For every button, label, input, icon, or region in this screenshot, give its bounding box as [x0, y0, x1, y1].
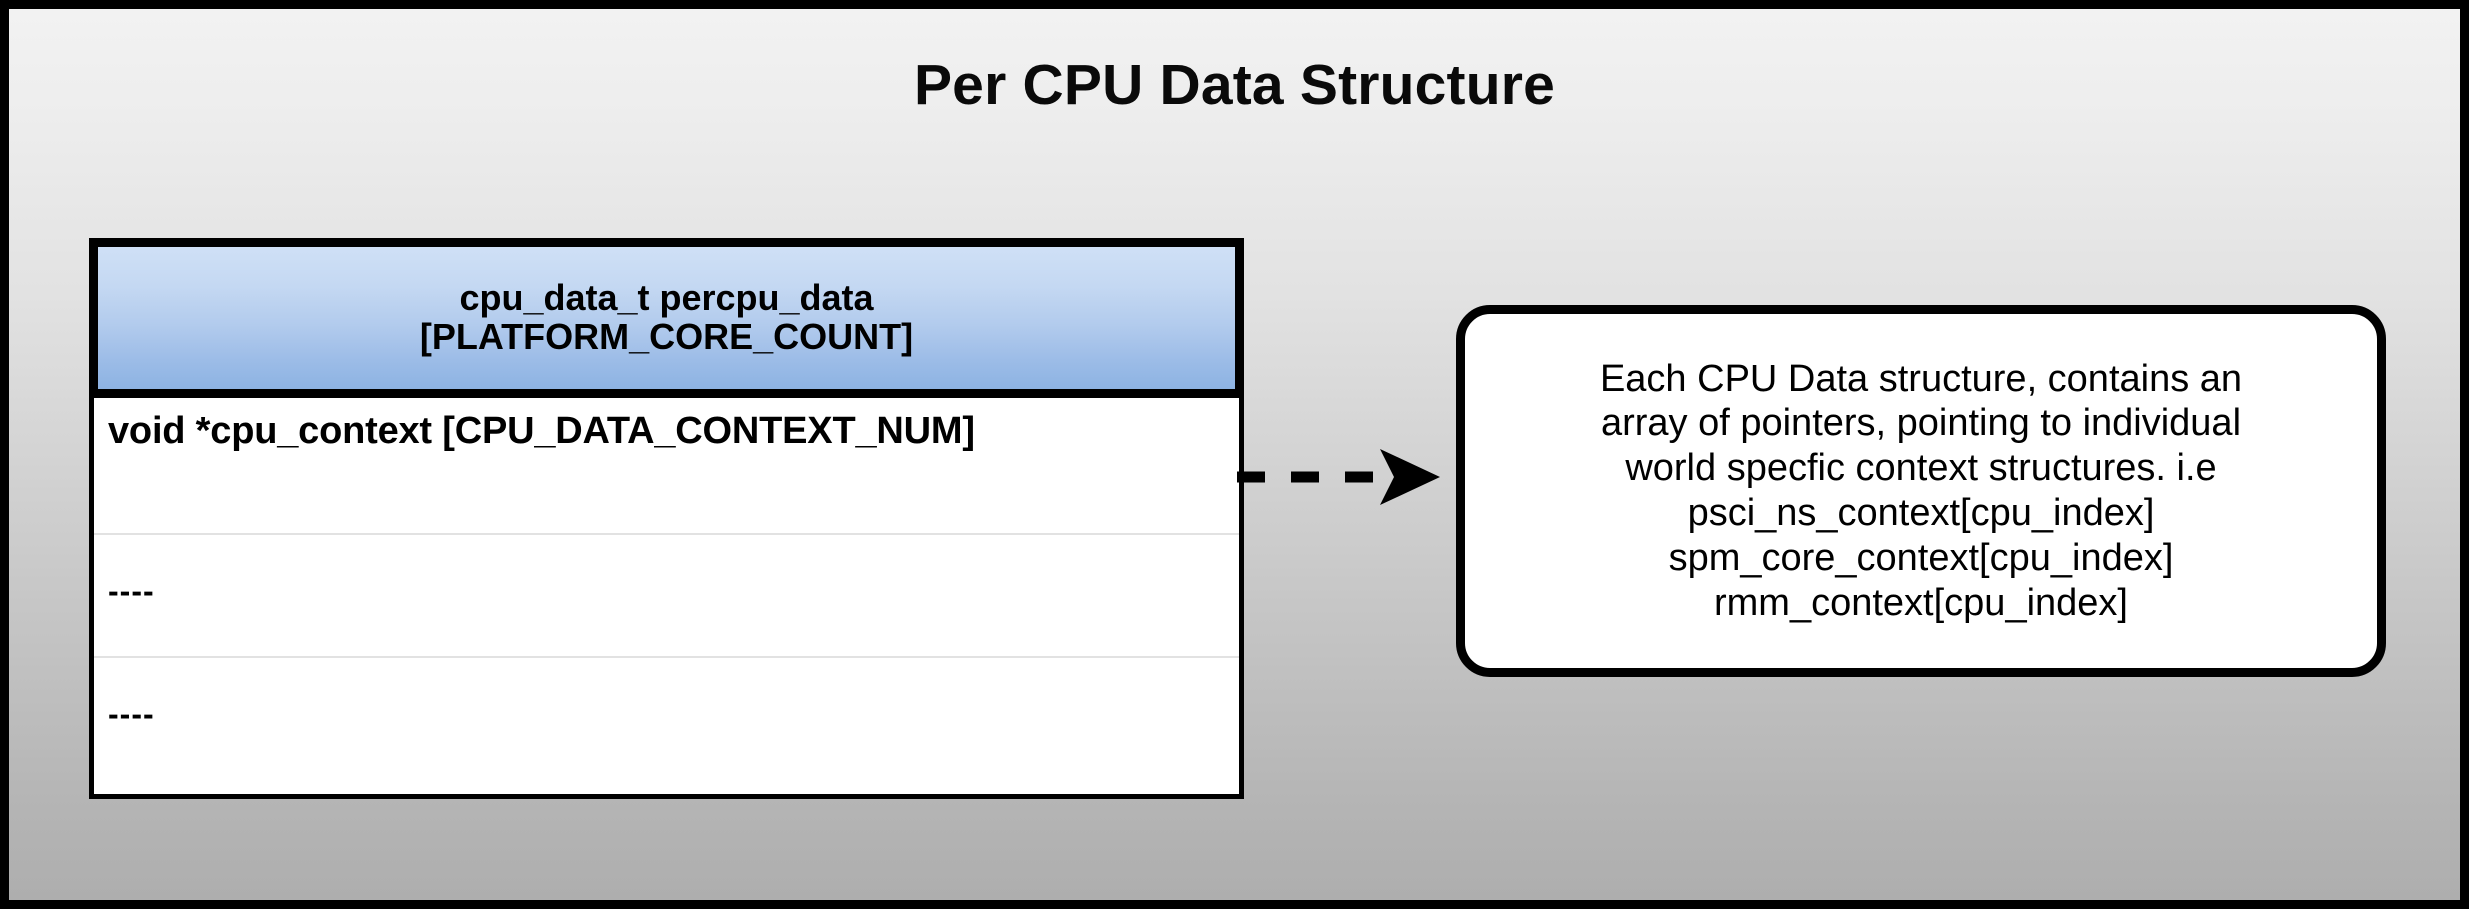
table-row: ----	[94, 656, 1239, 790]
note-line: rmm_context[cpu_index]	[1714, 581, 2128, 624]
note-line: world specfic context structures. i.e	[1625, 447, 2217, 490]
struct-field-placeholder-2: ----	[108, 696, 155, 732]
struct-field-cpu-context: void *cpu_context [CPU_DATA_CONTEXT_NUM]	[108, 410, 975, 452]
note-line: spm_core_context[cpu_index]	[1668, 536, 2174, 579]
struct-table-header: cpu_data_t percpu_data [PLATFORM_CORE_CO…	[89, 238, 1244, 398]
note-callout-box: Each CPU Data structure, contains an arr…	[1456, 305, 2386, 677]
struct-header-line-1: cpu_data_t percpu_data	[459, 277, 874, 319]
struct-table-body: void *cpu_context [CPU_DATA_CONTEXT_NUM]…	[89, 398, 1244, 799]
dashed-arrow-connector	[1237, 449, 1440, 505]
note-line: psci_ns_context[cpu_index]	[1687, 492, 2155, 534]
table-row: ----	[94, 533, 1239, 656]
note-line: Each CPU Data structure, contains an	[1599, 357, 2243, 400]
struct-field-placeholder-1: ----	[108, 573, 155, 609]
struct-table: cpu_data_t percpu_data [PLATFORM_CORE_CO…	[89, 238, 1244, 799]
arrowhead-icon	[1380, 449, 1440, 505]
note-line: array of pointers, pointing to individua…	[1600, 402, 2242, 445]
page-title: Per CPU Data Structure	[913, 53, 1556, 117]
table-row: void *cpu_context [CPU_DATA_CONTEXT_NUM]	[94, 398, 1239, 533]
struct-header-line-2: [PLATFORM_CORE_COUNT]	[419, 316, 914, 357]
